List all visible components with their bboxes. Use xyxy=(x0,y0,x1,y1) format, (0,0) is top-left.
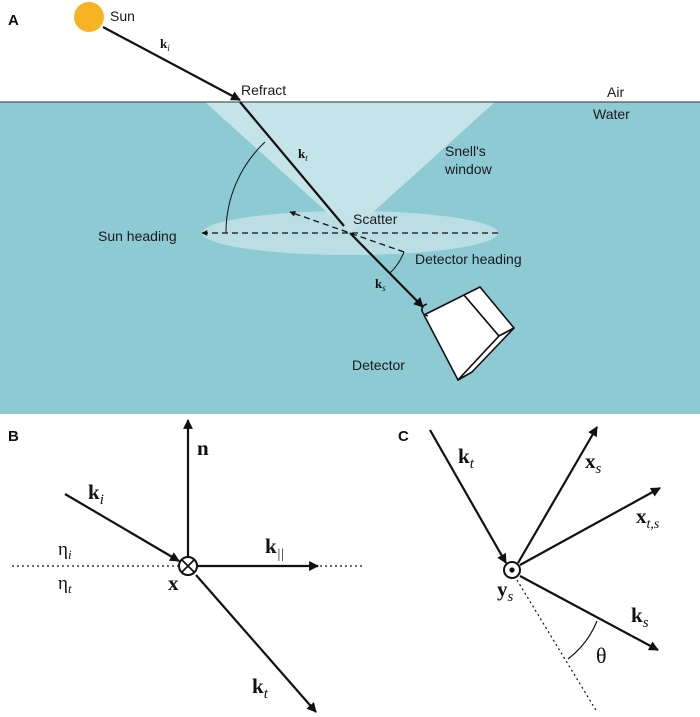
kt-arrow-c xyxy=(429,429,507,564)
refract-label: Refract xyxy=(241,82,286,98)
sun-icon xyxy=(74,2,104,32)
kt-label-b: kt xyxy=(252,674,269,702)
eta-i-label: ηi xyxy=(58,539,72,562)
kpar-label-b: k|| xyxy=(265,534,284,562)
kt-label-c: kt xyxy=(458,444,475,472)
out-of-page-ys-icon xyxy=(503,561,521,579)
eta-t-label: ηt xyxy=(58,573,72,596)
scatter-label: Scatter xyxy=(353,211,398,227)
detector-heading-label: Detector heading xyxy=(415,251,522,267)
panel-b: B n ki k|| kt ηi ηt x xyxy=(8,419,365,713)
panel-label-c: C xyxy=(398,428,409,445)
air-label: Air xyxy=(607,84,624,100)
xts-label: xt,s xyxy=(636,504,660,532)
ki-label-a: ki xyxy=(160,36,170,53)
xs-label: xs xyxy=(585,449,602,477)
xs-arrow xyxy=(517,426,598,564)
theta-angle-arc xyxy=(567,620,598,660)
detector-label: Detector xyxy=(352,357,405,373)
panel-label-b: B xyxy=(8,428,19,445)
ks-arrow-c xyxy=(519,575,659,651)
panel-label-a: A xyxy=(8,12,19,29)
sun-heading-label: Sun heading xyxy=(98,228,177,244)
panel-a: A Sun Refract Air Water Snell's window S… xyxy=(0,2,700,414)
into-page-x-icon xyxy=(178,556,198,576)
ys-label: ys xyxy=(497,577,514,605)
ks-label-a: ks xyxy=(375,276,386,293)
x-label-b: x xyxy=(168,571,179,595)
kt-extension-dotted xyxy=(516,579,598,713)
transmitted-arrow-kt xyxy=(195,574,317,713)
xts-arrow xyxy=(519,487,661,566)
theta-label: θ xyxy=(596,643,607,668)
incident-arrow-ki xyxy=(64,493,180,562)
transmitted-ray-kt xyxy=(239,101,345,227)
snells-window-cone xyxy=(205,102,495,233)
detector-heading-line xyxy=(289,210,405,253)
snells-window-label-line2: window xyxy=(444,161,493,177)
incident-ray-ki xyxy=(102,26,241,101)
ks-label-c: ks xyxy=(631,603,649,631)
ki-label-b: ki xyxy=(88,480,104,508)
snells-window-label-line1: Snell's xyxy=(445,143,486,159)
scattered-ray-ks xyxy=(349,232,424,308)
water-label: Water xyxy=(593,106,630,122)
sun-heading-angle-arc xyxy=(225,141,266,234)
detector-icon xyxy=(421,286,515,381)
panel-c: C kt xs xt,s ks ys θ xyxy=(398,426,661,713)
detector-angle-arc xyxy=(389,251,405,274)
sun-label: Sun xyxy=(110,8,135,24)
n-label: n xyxy=(197,436,209,460)
kt-label-a: kt xyxy=(298,146,308,163)
